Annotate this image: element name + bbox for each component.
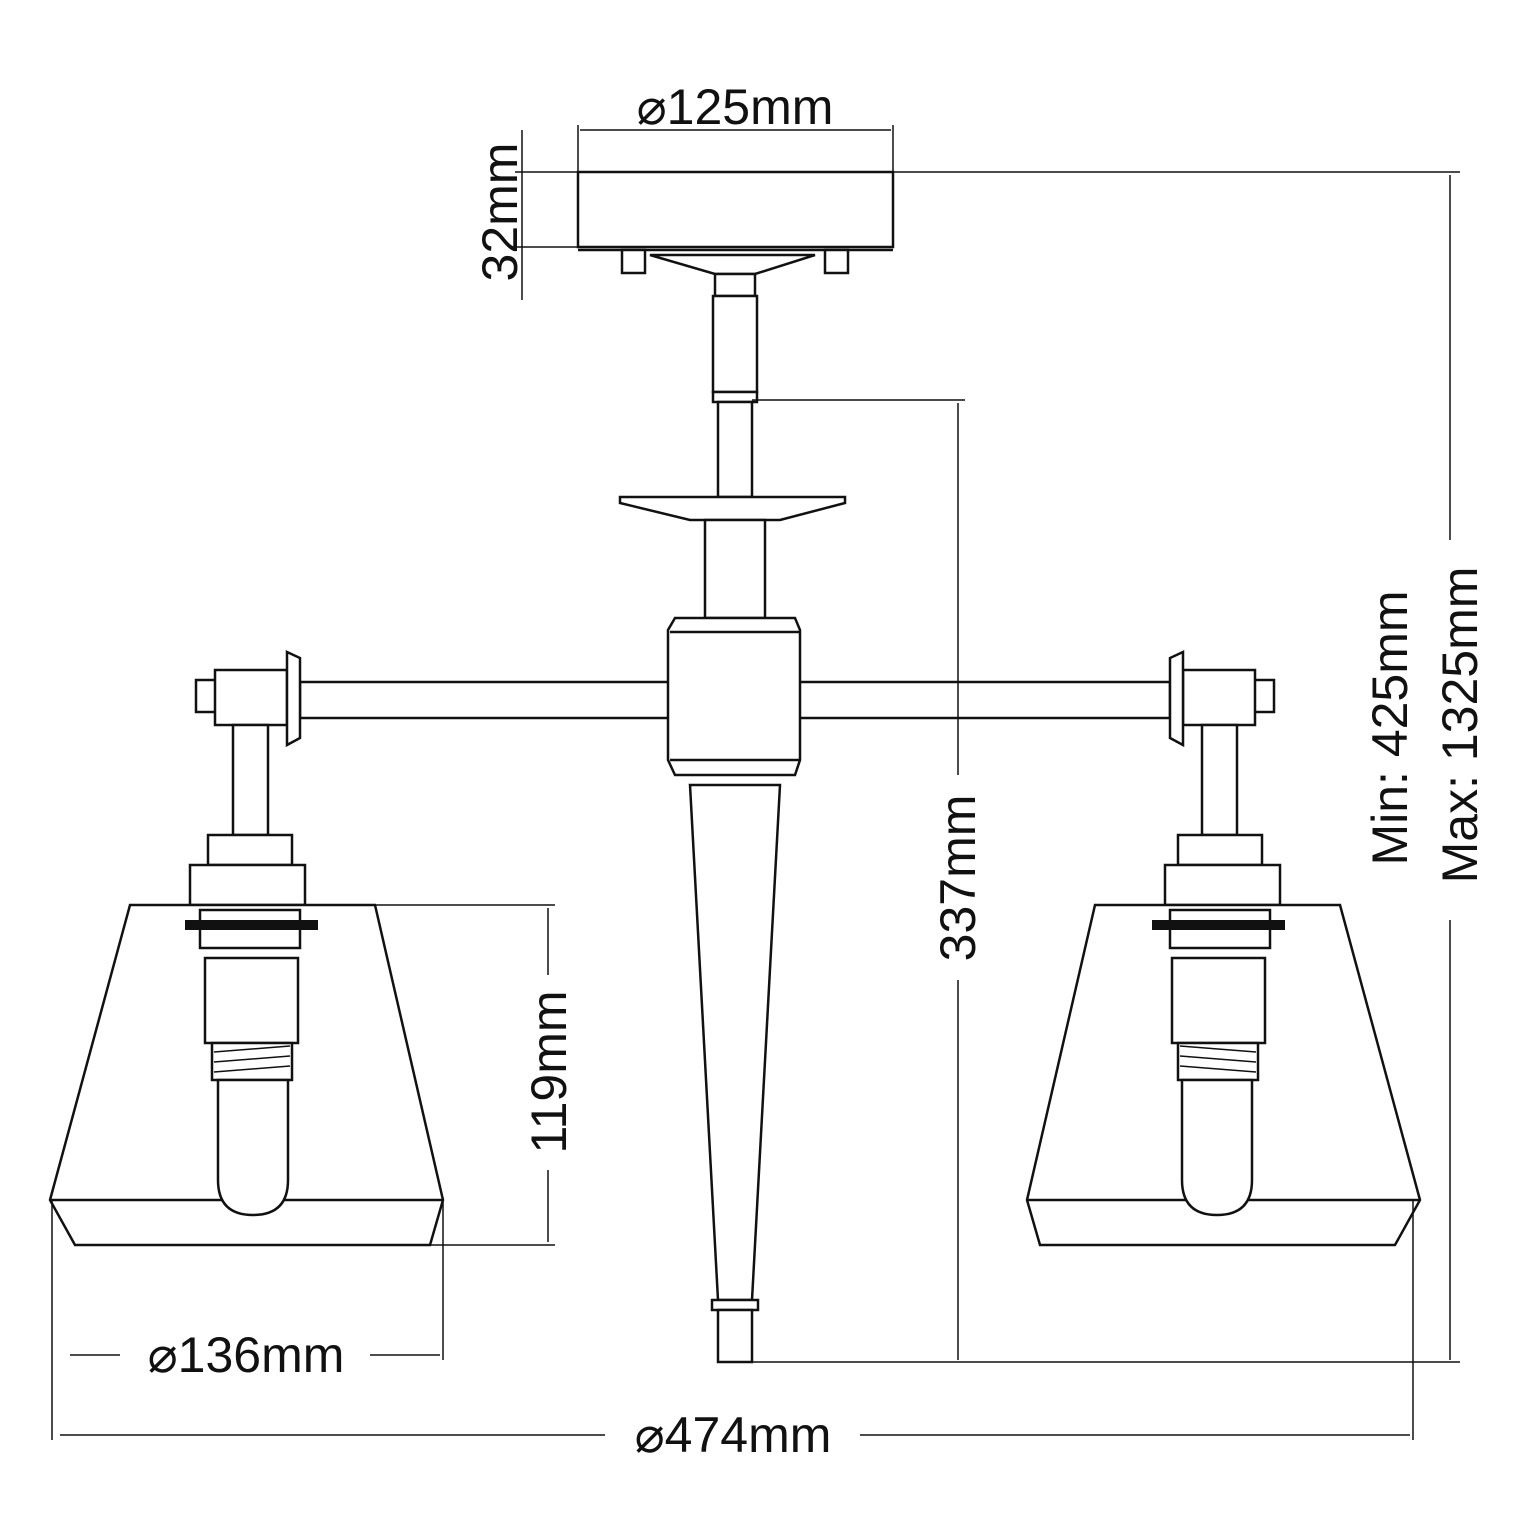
left-lamp	[48, 650, 445, 1247]
max-height-label: Max: 1325mm	[1432, 567, 1488, 884]
body-height-label: 337mm	[930, 795, 986, 962]
canopy-diameter-label: ⌀125mm	[637, 79, 834, 135]
shade-height-label: 119mm	[521, 990, 577, 1153]
overall-diameter-label: ⌀474mm	[635, 1407, 832, 1463]
dimension-lines	[51, 125, 1460, 1440]
shade-diameter-label: ⌀136mm	[148, 1327, 345, 1383]
canopy-height-label: 32mm	[472, 143, 528, 282]
fixture-body	[298, 400, 1172, 1364]
min-height-label: Min: 425mm	[1362, 590, 1418, 865]
canopy	[576, 170, 895, 404]
